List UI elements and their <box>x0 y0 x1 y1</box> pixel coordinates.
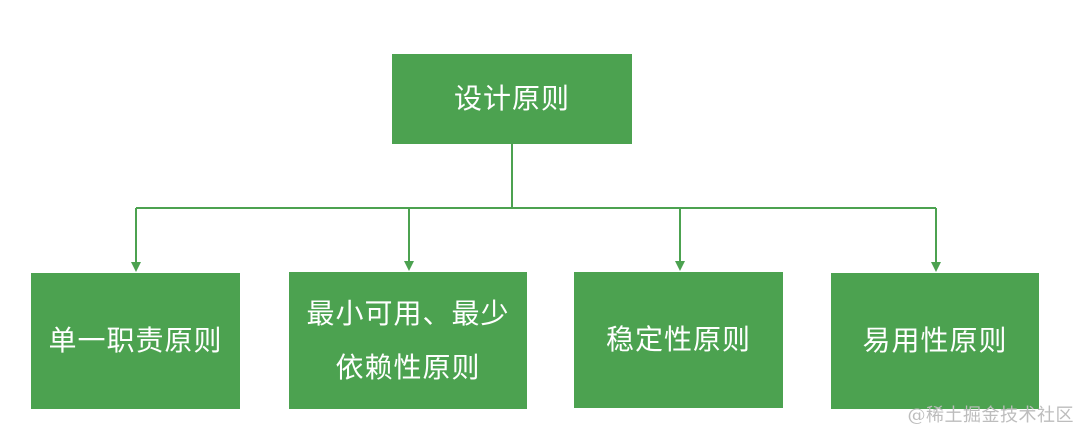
child-node-stability: 稳定性原则 <box>574 272 783 408</box>
arrowhead-child-4 <box>931 262 941 272</box>
arrowhead-child-3 <box>675 261 685 271</box>
child-node-label-line2: 依赖性原则 <box>335 350 481 384</box>
child-node-single-responsibility: 单一职责原则 <box>31 273 240 409</box>
child-node-minimal-dependency: 最小可用、最少 依赖性原则 <box>289 272 527 409</box>
child-node-label-line1: 最小可用、最少 <box>306 296 510 330</box>
child-node-label: 单一职责原则 <box>48 324 223 357</box>
root-node: 设计原则 <box>392 54 632 144</box>
arrowhead-child-1 <box>131 262 141 272</box>
child-node-label: 易用性原则 <box>862 324 1008 357</box>
arrowhead-child-2 <box>404 261 414 271</box>
watermark-text: @稀土掘金技术社区 <box>907 405 1074 426</box>
child-node-usability: 易用性原则 <box>831 273 1039 409</box>
child-node-label: 稳定性原则 <box>605 323 751 356</box>
root-node-label: 设计原则 <box>453 82 570 115</box>
